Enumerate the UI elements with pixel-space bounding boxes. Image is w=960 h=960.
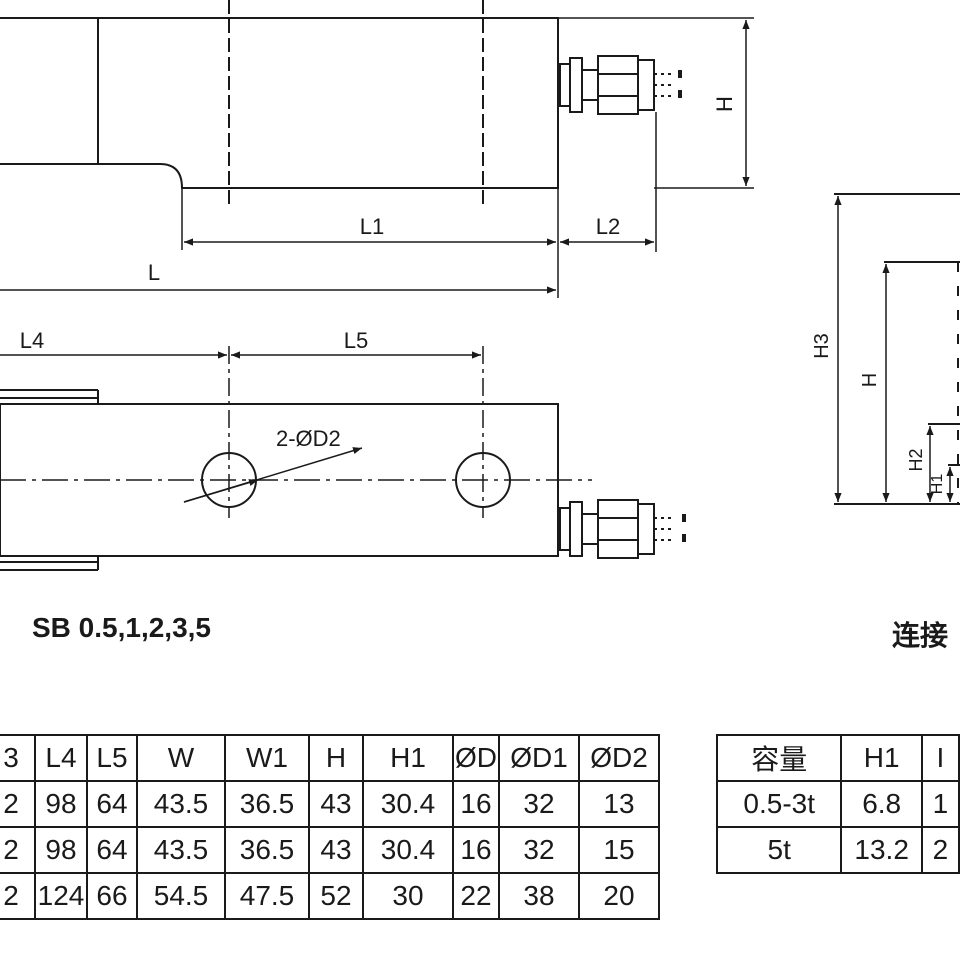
dim-label-l2: L2: [596, 214, 620, 239]
capacity-table-header: I: [920, 734, 960, 782]
table-row: 2 124 66 54.5 47.5 52 30 22 38 20: [0, 872, 660, 920]
table-cell: 30.4: [362, 780, 454, 828]
table-cell: 30: [362, 872, 454, 920]
table-cell: 5t: [715, 826, 843, 874]
table-cell: 32: [498, 826, 580, 874]
dimension-table-header: H1: [362, 734, 454, 782]
table-cell: 43.5: [136, 780, 226, 828]
dimension-table-header: L5: [86, 734, 138, 782]
table-cell: 36.5: [224, 780, 310, 828]
table-cell: 52: [308, 872, 364, 920]
table-cell: 2: [920, 826, 960, 874]
capacity-table-header-row: 容量 H1 I: [715, 734, 960, 782]
dim-label-l4: L4: [20, 328, 44, 353]
side-view-labels: H L1 L2 L: [148, 96, 737, 285]
table-cell: 0.5-3t: [715, 780, 843, 828]
dimension-table-header: 3: [0, 734, 36, 782]
hole-label: 2-ØD2: [276, 426, 341, 451]
table-cell: 2: [0, 780, 36, 828]
table-cell: 38: [498, 872, 580, 920]
dim-label-l: L: [148, 260, 160, 285]
dimension-table-header: ØD: [452, 734, 500, 782]
capacity-table: 容量 H1 I 0.5-3t 6.8 1 5t 13.2 2: [715, 734, 960, 874]
dim-label-h-side: H: [712, 96, 737, 112]
end-view: [834, 193, 960, 505]
dimension-table-header: L4: [34, 734, 88, 782]
table-cell: 2: [0, 826, 36, 874]
dimension-table-header-row: 3 L4 L5 W W1 H H1 ØD ØD1 ØD2: [0, 734, 660, 782]
table-cell: 13: [578, 780, 660, 828]
table-cell: 1: [920, 780, 960, 828]
model-label: SB 0.5,1,2,3,5: [32, 612, 212, 643]
table-cell: 16: [452, 780, 500, 828]
table-cell: 98: [34, 780, 88, 828]
table-cell: 16: [452, 826, 500, 874]
table-cell: 6.8: [840, 780, 923, 828]
table-cell: 32: [498, 780, 580, 828]
table-cell: 98: [34, 826, 88, 874]
table-cell: 66: [86, 872, 138, 920]
dimension-table-header: H: [308, 734, 364, 782]
dimension-table: 3 L4 L5 W W1 H H1 ØD ØD1 ØD2 2 98 64 43.…: [0, 734, 660, 920]
dim-label-h2-right: H2: [906, 448, 926, 471]
table-cell: 124: [34, 872, 88, 920]
capacity-table-header: 容量: [715, 734, 843, 782]
side-view: [0, 0, 754, 298]
table-cell: 15: [578, 826, 660, 874]
table-cell: 43.5: [136, 826, 226, 874]
table-cell: 64: [86, 826, 138, 874]
table-cell: 43: [308, 780, 364, 828]
dimension-table-header: W1: [224, 734, 310, 782]
table-row: 0.5-3t 6.8 1: [715, 780, 960, 828]
table-cell: 13.2: [840, 826, 923, 874]
end-view-labels: H3 H H2 H1: [811, 333, 946, 494]
table-cell: 47.5: [224, 872, 310, 920]
table-cell: 43: [308, 826, 364, 874]
capacity-table-header: H1: [840, 734, 923, 782]
connect-label: 连接: [892, 620, 949, 651]
top-view-labels: L4 L5 2-ØD2: [20, 328, 368, 451]
side-view-cable-connector: [559, 55, 682, 115]
top-view-cable-connector: [559, 499, 686, 559]
table-cell: 64: [86, 780, 138, 828]
dim-label-h3-right: H3: [811, 333, 833, 359]
table-cell: 22: [452, 872, 500, 920]
table-cell: 30.4: [362, 826, 454, 874]
dim-label-l5: L5: [344, 328, 368, 353]
dimension-table-header: ØD1: [498, 734, 580, 782]
dimension-table-header: W: [136, 734, 226, 782]
table-cell: 54.5: [136, 872, 226, 920]
table-row: 2 98 64 43.5 36.5 43 30.4 16 32 15: [0, 826, 660, 874]
dim-label-l1: L1: [360, 214, 384, 239]
table-cell: 20: [578, 872, 660, 920]
side-view-body-outline: [0, 17, 559, 189]
hole-right: [455, 452, 511, 508]
dim-label-h1-right: H1: [929, 474, 946, 495]
table-cell: 2: [0, 872, 36, 920]
dimension-table-header: ØD2: [578, 734, 660, 782]
top-view: [0, 346, 686, 571]
table-row: 5t 13.2 2: [715, 826, 960, 874]
table-row: 2 98 64 43.5 36.5 43 30.4 16 32 13: [0, 780, 660, 828]
table-cell: 36.5: [224, 826, 310, 874]
dim-label-h-right: H: [859, 373, 881, 387]
